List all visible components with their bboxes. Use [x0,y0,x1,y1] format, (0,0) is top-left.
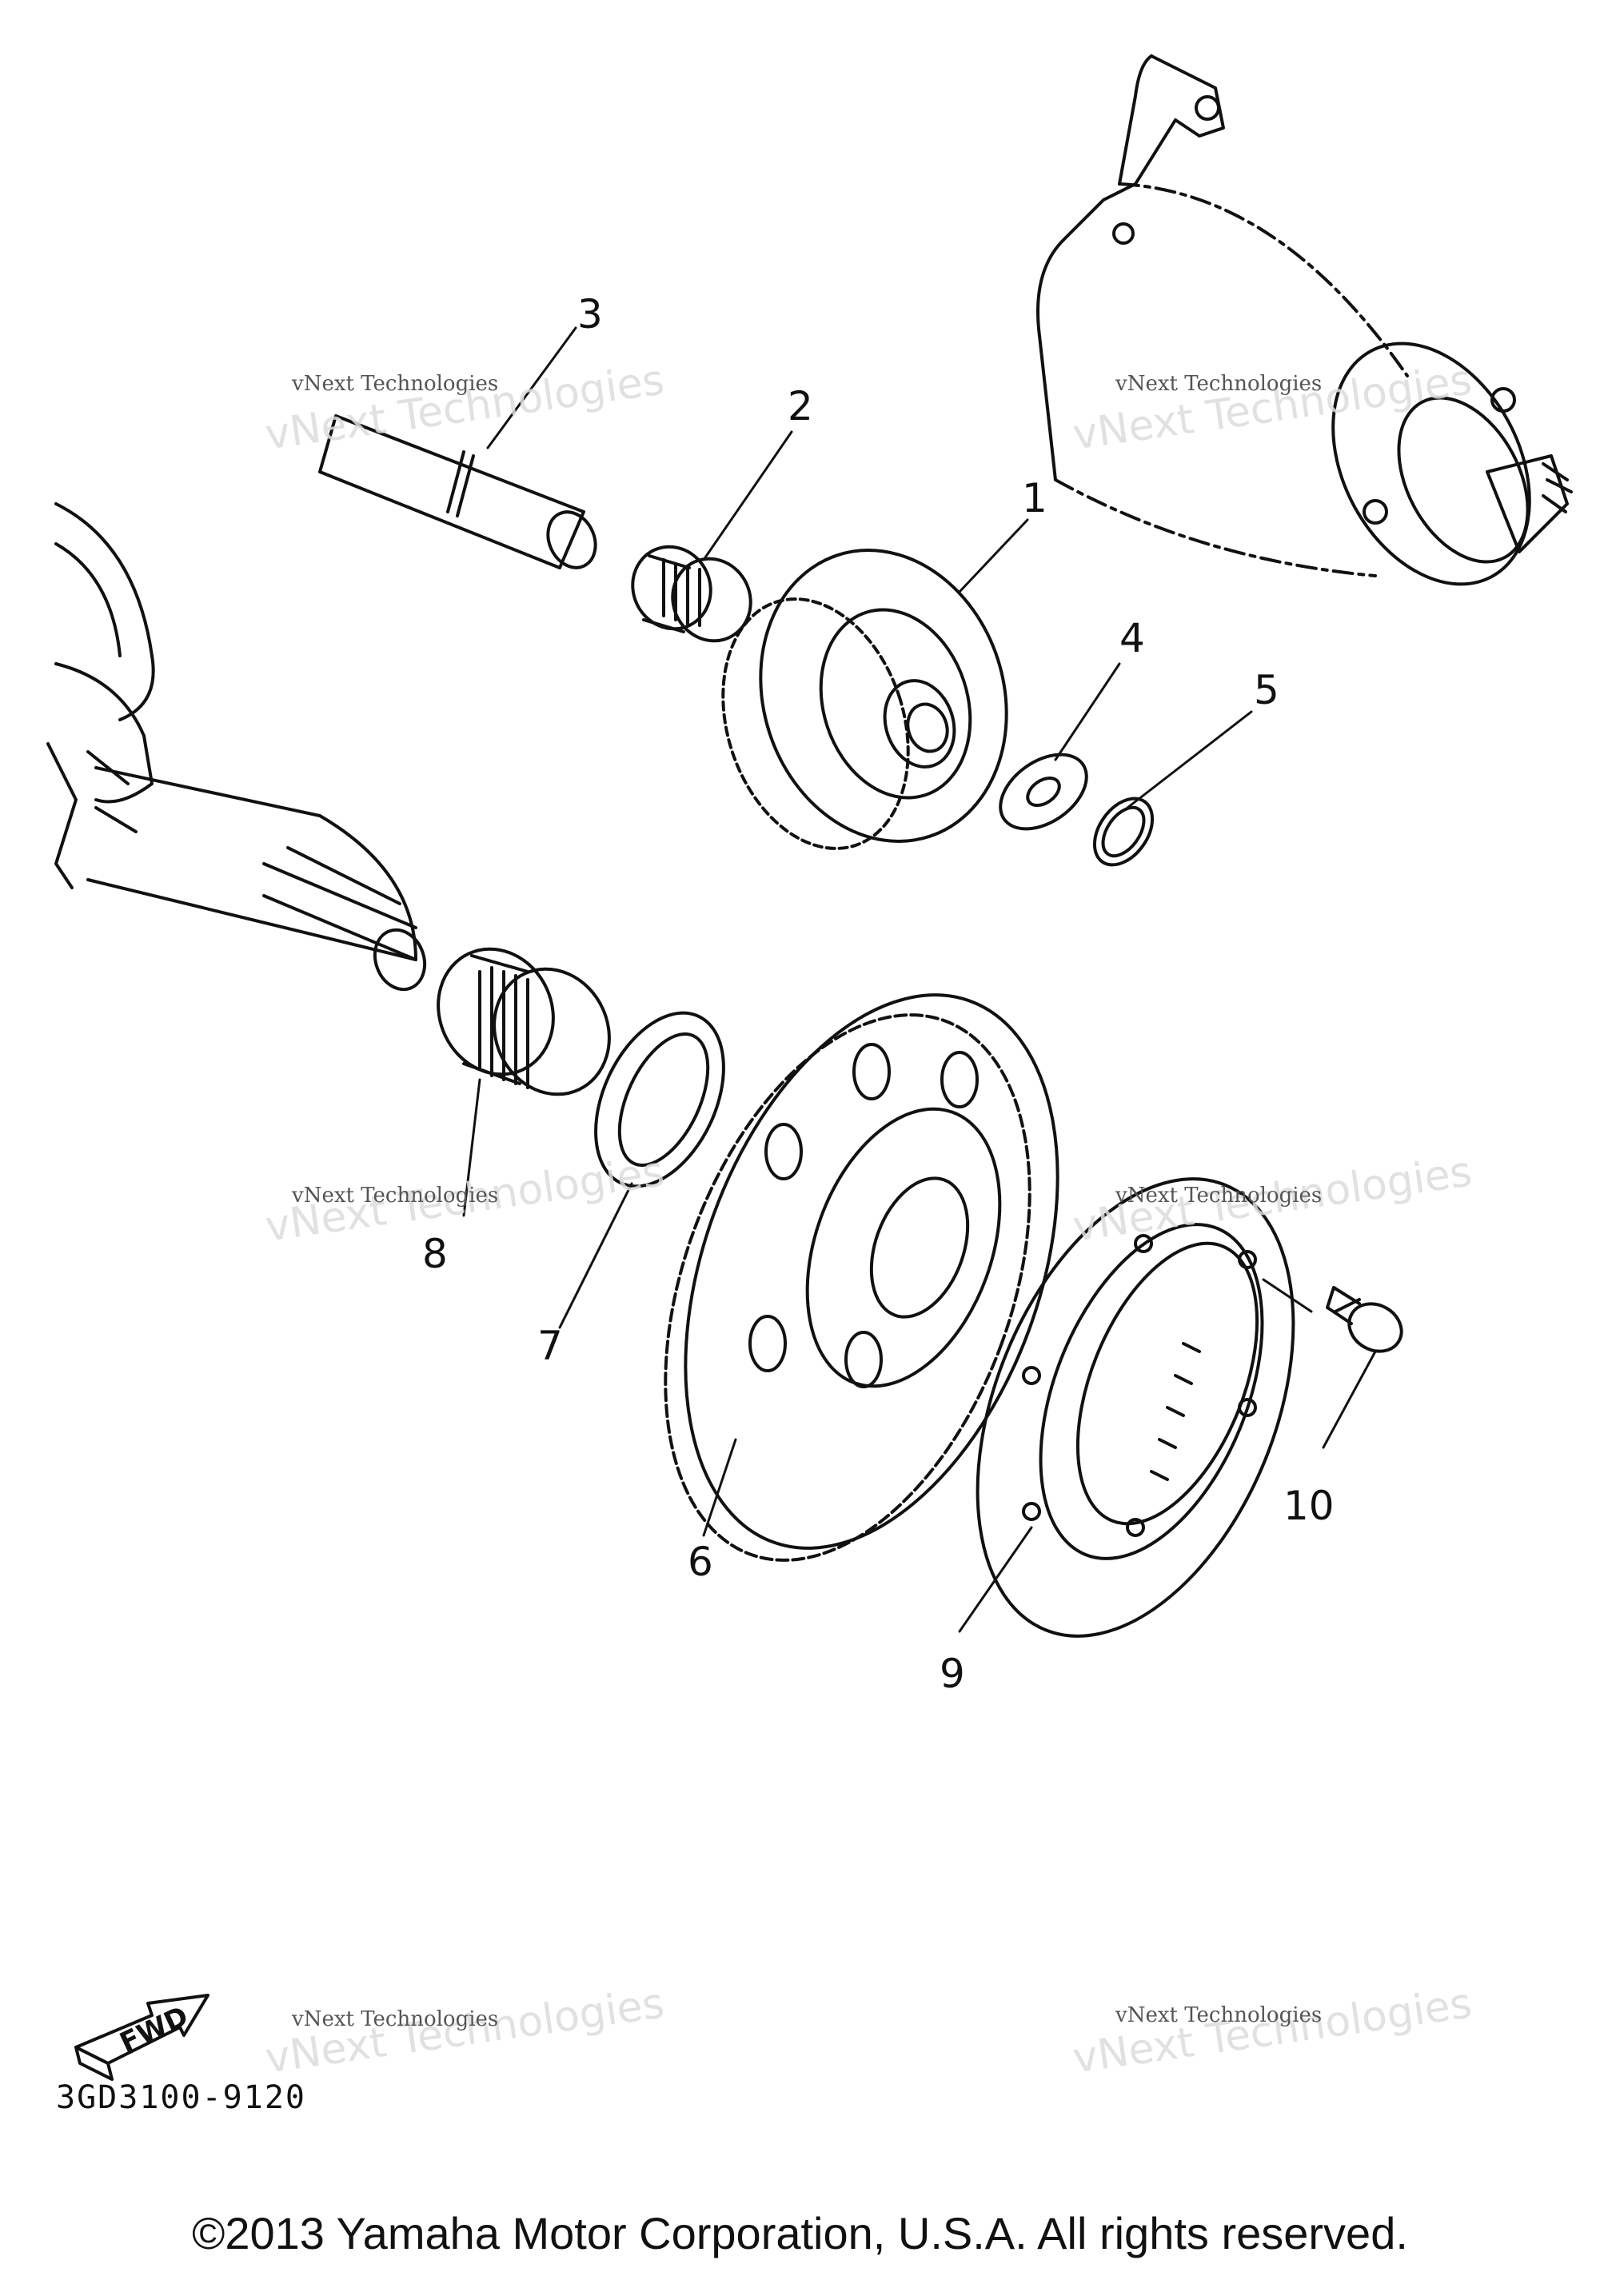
idler-gear-part-1 [721,549,1008,850]
starter-motor [1036,54,1573,586]
copyright-notice: ©2013 Yamaha Motor Corporation, U.S.A. A… [192,2208,1408,2258]
callout-7: 7 [537,1323,563,1369]
watermark-small: vNext Technologies [292,372,499,396]
callout-10: 10 [1283,1483,1335,1529]
callout-5: 5 [1254,667,1279,713]
callout-9: 9 [940,1651,965,1697]
starter-wheel-gear-part-6 [664,993,1059,1562]
callout-2: 2 [788,383,813,429]
shaft-part-3 [318,414,597,569]
fwd-arrow-icon [74,1994,209,2081]
bearing-part-2 [631,545,752,643]
watermark-small: vNext Technologies [1115,1184,1323,1208]
circlip-part-5 [1092,797,1155,867]
watermark-small: vNext Technologies [1115,2003,1323,2027]
callout-6: 6 [688,1539,713,1585]
clutch-part-9 [976,1177,1295,1638]
callout-4: 4 [1119,615,1145,661]
callout-8: 8 [422,1231,448,1277]
callout-3: 3 [577,291,603,337]
watermark-small: vNext Technologies [292,1184,499,1208]
washer-part-4 [999,753,1088,831]
fwd-label: FWD [115,2000,194,2059]
watermark-small: vNext Technologies [292,2007,499,2031]
diagram-code: 3GD3100-9120 [56,2079,306,2116]
leader-lines [462,326,1377,1633]
callout-labels: 1 2 3 4 5 6 7 8 9 10 FWD [115,291,1335,2059]
crankshaft [46,502,427,992]
needle-cage-part-8 [437,947,611,1096]
bolt-part-10 [1326,1286,1403,1353]
callout-1: 1 [1022,475,1047,521]
thrust-washer-part-7 [594,1011,725,1188]
watermark-small: vNext Technologies [1115,372,1323,396]
